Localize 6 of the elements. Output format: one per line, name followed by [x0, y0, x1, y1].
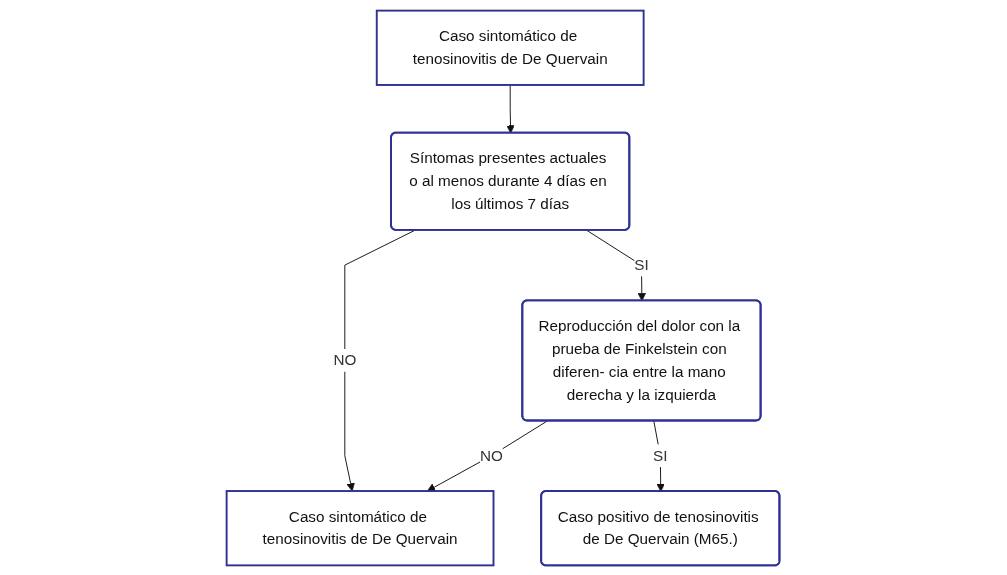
- node-box: Caso sintomático de tenosinovitis de De Quervain: [226, 489, 495, 566]
- node-box: Caso sintomático de tenosinovitis de De Quervain: [376, 9, 646, 86]
- edge-label: NO: [333, 351, 357, 368]
- edge-label: SI: [653, 446, 668, 463]
- edge-label: NO: [480, 446, 504, 463]
- edge-label: SI: [634, 256, 650, 273]
